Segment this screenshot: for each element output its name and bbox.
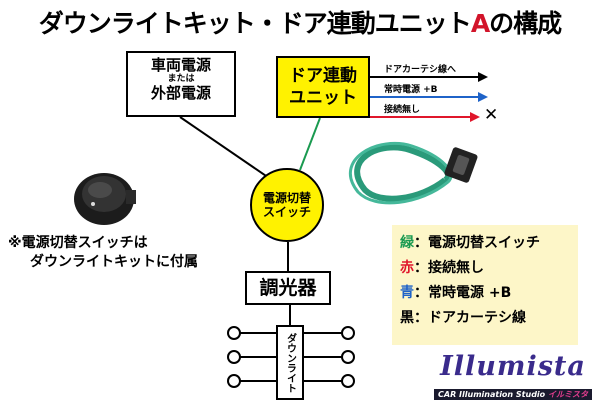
- logo-wordmark: Illumista: [440, 351, 586, 382]
- dimmer-box: 調光器: [245, 271, 331, 305]
- title-suffix: の構成: [489, 9, 562, 38]
- wire-black-arrow: [478, 72, 488, 82]
- unit-to-switch-wire: [299, 117, 321, 171]
- power-to-switch-wire: [179, 116, 273, 181]
- wire-color-legend: 緑：電源切替スイッチ 赤：接続無し 青：常時電源 +B 黒：ドアカーテシ線: [392, 225, 578, 345]
- legend-row: 赤：接続無し: [400, 256, 570, 281]
- title-accent: A: [470, 9, 490, 38]
- power-source-line2: または: [167, 74, 195, 84]
- downlight-wires: [227, 326, 355, 388]
- power-source-box: 車両電源 または 外部電源: [126, 51, 236, 117]
- legend-row: 緑：電源切替スイッチ: [400, 231, 570, 256]
- power-source-line3: 外部電源: [150, 84, 211, 102]
- wire-label-red: 接続無し: [384, 105, 421, 115]
- legend-key: 緑: [400, 235, 414, 251]
- legend-row: 青：常時電源 +B: [400, 281, 570, 306]
- legend-key: 赤: [400, 260, 414, 276]
- legend-text: ：ドアカーテシ線: [414, 310, 526, 326]
- switch-note: ※電源切替スイッチは ダウンライトキットに付属: [8, 234, 198, 272]
- legend-text: ：電源切替スイッチ: [414, 235, 540, 251]
- switch-note-line2: ダウンライトキットに付属: [30, 254, 198, 270]
- power-switch-line1: 電源切替: [262, 191, 311, 205]
- logo-tagline-jp: イルミスタ: [547, 390, 588, 399]
- logo-tagline-en: CAR Illumination Studio: [438, 390, 546, 399]
- legend-key: 青: [400, 285, 414, 301]
- rocker-switch-illustration: [74, 173, 136, 225]
- no-connection-mark: ✕: [484, 105, 499, 125]
- legend-text: ：接続無し: [414, 260, 484, 276]
- door-unit-box: ドア連動 ユニット: [276, 56, 370, 118]
- cable-harness-illustration: [349, 141, 478, 205]
- legend-key: 黒: [400, 310, 414, 326]
- legend-text: ：常時電源 +B: [414, 285, 512, 301]
- wire-red-arrow: [470, 112, 480, 122]
- legend-row: 黒：ドアカーテシ線: [400, 306, 570, 331]
- power-switch-line2: スイッチ: [262, 205, 311, 219]
- switch-note-line1: ※電源切替スイッチは: [8, 235, 148, 251]
- wire-label-black: ドアカーテシ線へ: [384, 65, 457, 75]
- power-switch-node: 電源切替 スイッチ: [250, 168, 324, 242]
- title-main: ダウンライトキット・ドア連動ユニット: [38, 9, 472, 38]
- door-unit-line2: ユニット: [289, 88, 357, 108]
- wire-blue-arrow: [478, 92, 488, 102]
- illumista-logo: Illumista CAR Illumination Studio イルミスタ: [432, 351, 594, 400]
- downlight-box: ダウンライト: [276, 325, 304, 400]
- page-title: ダウンライトキット・ドア連動ユニットAの構成: [0, 4, 600, 40]
- wire-label-blue: 常時電源 +B: [384, 85, 438, 95]
- power-source-line1: 車両電源: [150, 56, 211, 74]
- door-unit-line1: ドア連動: [289, 66, 357, 86]
- logo-tagline: CAR Illumination Studio イルミスタ: [434, 389, 592, 400]
